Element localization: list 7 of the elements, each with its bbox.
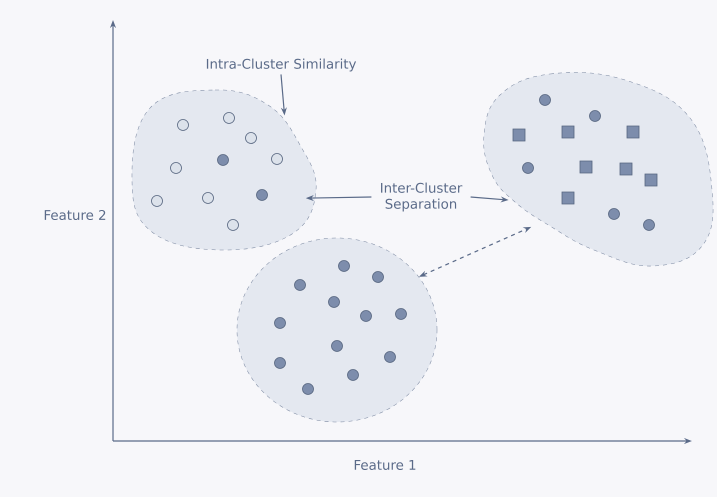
axis-label: Feature 2 xyxy=(44,210,106,220)
annotation-text: Inter-Cluster Separation xyxy=(381,182,462,212)
cluster-region xyxy=(483,72,714,266)
cluster-region xyxy=(132,90,316,250)
annotation-text: Intra-Cluster Similarity xyxy=(206,58,356,72)
cluster-region xyxy=(236,238,438,422)
axis-label: Feature 1 xyxy=(354,460,416,470)
